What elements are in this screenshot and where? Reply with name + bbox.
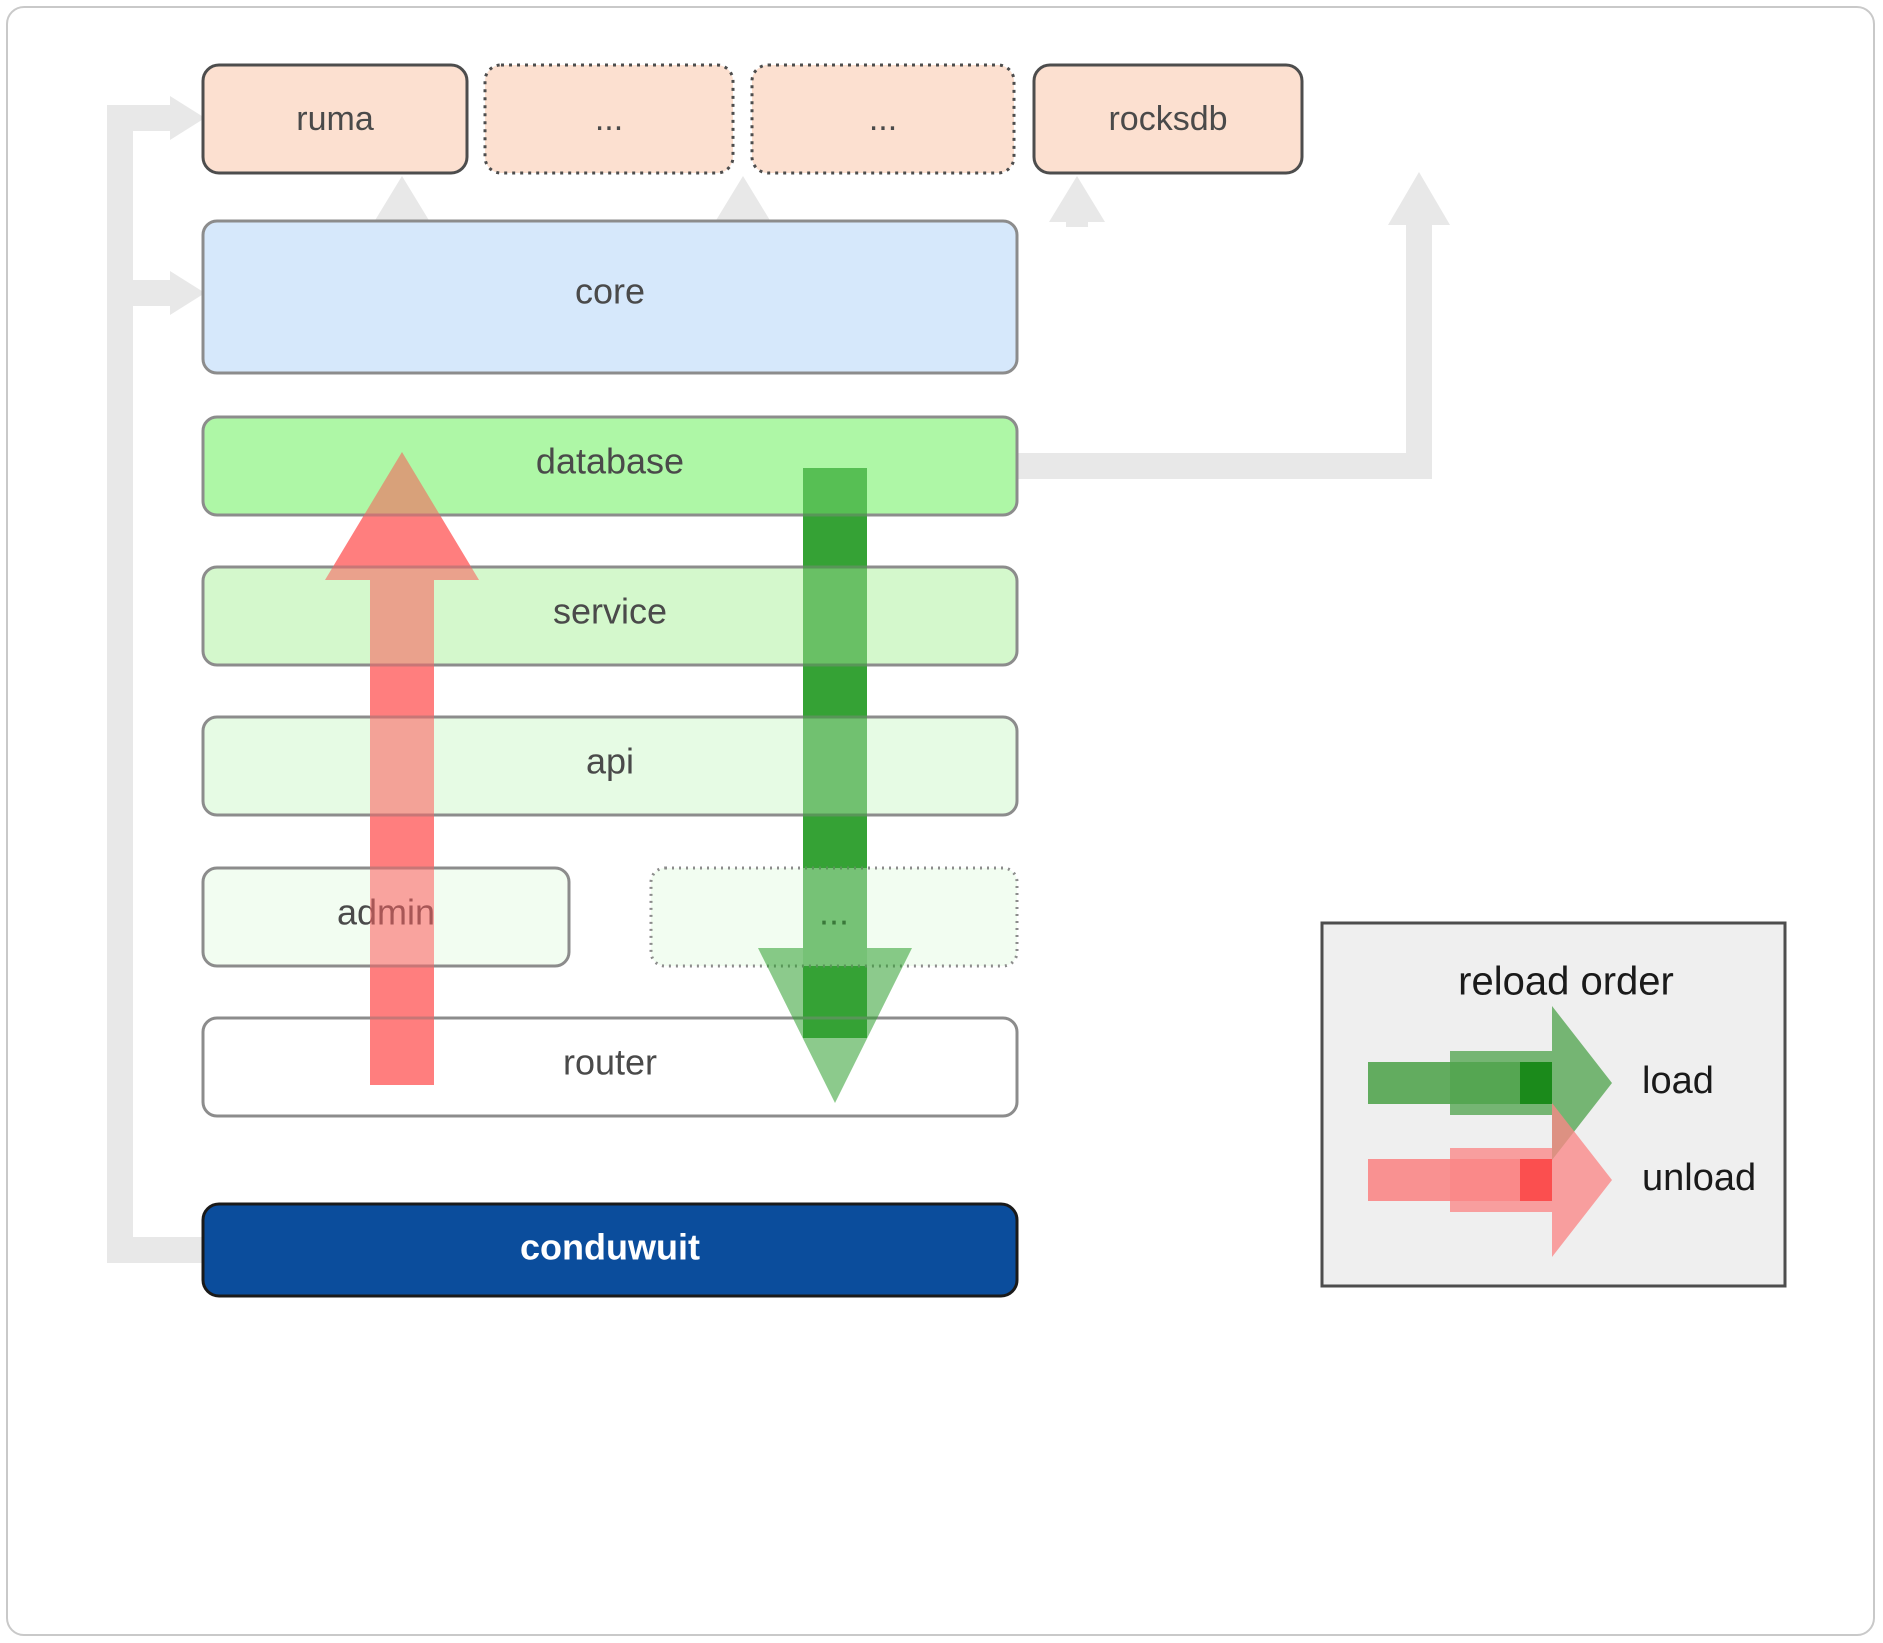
diagram-frame (6, 6, 1875, 1636)
